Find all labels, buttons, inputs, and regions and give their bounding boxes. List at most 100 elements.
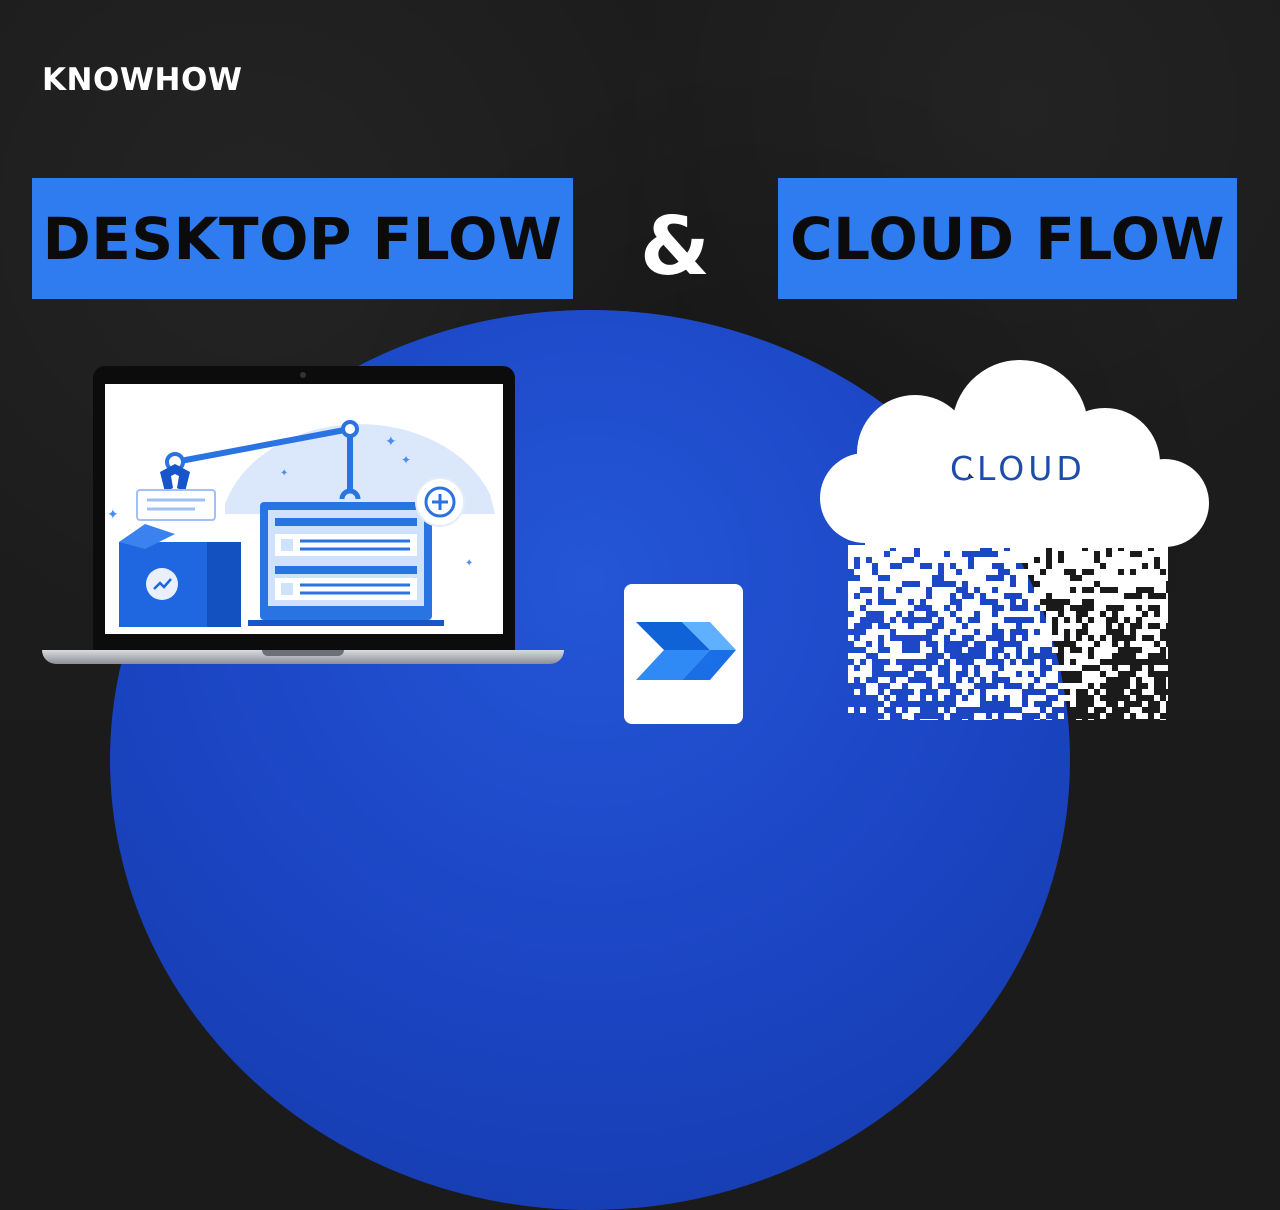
- pixel: [1064, 545, 1070, 551]
- pixel: [908, 605, 914, 611]
- pixel: [860, 581, 866, 587]
- pixel: [1034, 665, 1040, 671]
- pixel: [1088, 581, 1094, 587]
- pixel: [1142, 551, 1148, 557]
- pixel: [860, 641, 866, 647]
- pixel: [866, 689, 872, 695]
- ampersand: &: [640, 200, 710, 293]
- pixel: [1124, 545, 1130, 551]
- pixel: [1118, 599, 1124, 605]
- robot-arm-illustration-icon: ✦ ✦ ✦ ✦ ✦: [107, 420, 495, 627]
- pixel: [1100, 641, 1106, 647]
- pixel: [1130, 683, 1136, 689]
- pixel: [992, 641, 998, 647]
- pixel: [1148, 581, 1154, 587]
- pixel: [956, 557, 962, 563]
- pixel: [866, 671, 872, 677]
- pixel: [860, 569, 866, 575]
- pixel: [1034, 635, 1040, 641]
- pixel: [938, 587, 944, 593]
- pixel: [1070, 617, 1076, 623]
- pixel: [878, 629, 884, 635]
- pixel: [860, 635, 866, 641]
- pixel: [1160, 545, 1166, 551]
- pixel: [896, 683, 902, 689]
- desktop-flow-title-box: DESKTOP FLOW: [32, 178, 573, 299]
- pixel: [1028, 665, 1034, 671]
- pixel: [1166, 665, 1168, 671]
- pixel: [872, 683, 878, 689]
- pixel: [1064, 653, 1070, 659]
- pixel: [872, 587, 878, 593]
- pixel: [950, 677, 956, 683]
- pixel: [1112, 593, 1118, 599]
- pixel: [986, 641, 992, 647]
- pixel: [944, 623, 950, 629]
- pixel: [1154, 599, 1160, 605]
- pixel: [1088, 557, 1094, 563]
- pixel: [1070, 653, 1076, 659]
- pixel: [1034, 563, 1040, 569]
- laptop-illustration-icon: ✦ ✦ ✦ ✦ ✦: [42, 366, 564, 666]
- pixel: [974, 569, 980, 575]
- pixel: [1004, 623, 1010, 629]
- pixel: [1160, 617, 1166, 623]
- pixel: [1010, 545, 1016, 551]
- pixel: [962, 629, 968, 635]
- pixel: [980, 569, 986, 575]
- pixel: [1100, 623, 1106, 629]
- pixel: [848, 581, 854, 587]
- pixel: [1010, 563, 1016, 569]
- pixel: [956, 593, 962, 599]
- pixel: [962, 605, 968, 611]
- pixel: [1034, 683, 1040, 689]
- pixel: [1076, 599, 1082, 605]
- pixel: [926, 575, 932, 581]
- pixel: [1166, 575, 1168, 581]
- pixel: [1100, 647, 1106, 653]
- pixel: [1064, 647, 1070, 653]
- pixel: [968, 569, 974, 575]
- pixel: [890, 647, 896, 653]
- pixel: [1088, 623, 1094, 629]
- pixel: [908, 653, 914, 659]
- pixel: [1088, 545, 1094, 551]
- pixel: [1034, 593, 1040, 599]
- pixel: [974, 557, 980, 563]
- pixel: [1010, 695, 1016, 701]
- pixel: [866, 659, 872, 665]
- pixel: [1034, 623, 1040, 629]
- pixel: [872, 629, 878, 635]
- pixel: [1058, 575, 1064, 581]
- pixel: [974, 623, 980, 629]
- pixel: [992, 545, 998, 551]
- pixel: [1022, 671, 1028, 677]
- pixel: [1016, 695, 1022, 701]
- pixel: [1040, 557, 1046, 563]
- pixel: [1082, 581, 1088, 587]
- pixel: [1076, 623, 1082, 629]
- pixel: [980, 581, 986, 587]
- pixel: [986, 653, 992, 659]
- pixel: [968, 629, 974, 635]
- pixel: [1136, 545, 1142, 551]
- pixel: [1076, 551, 1082, 557]
- pixel: [1034, 551, 1040, 557]
- pixel: [1130, 557, 1136, 563]
- pixel: [1142, 605, 1148, 611]
- pixel: [866, 593, 872, 599]
- pixel: [1010, 647, 1016, 653]
- pixel: [1016, 599, 1022, 605]
- pixel: [1142, 653, 1148, 659]
- pixel: [854, 641, 860, 647]
- pixel: [884, 557, 890, 563]
- pixel: [962, 689, 968, 695]
- pixel: [1124, 557, 1130, 563]
- pixel: [1100, 617, 1106, 623]
- pixel: [1028, 593, 1034, 599]
- pixel: [956, 551, 962, 557]
- pixel: [854, 587, 860, 593]
- pixel: [1022, 653, 1028, 659]
- pixel: [1034, 659, 1040, 665]
- pixel: [1070, 689, 1076, 695]
